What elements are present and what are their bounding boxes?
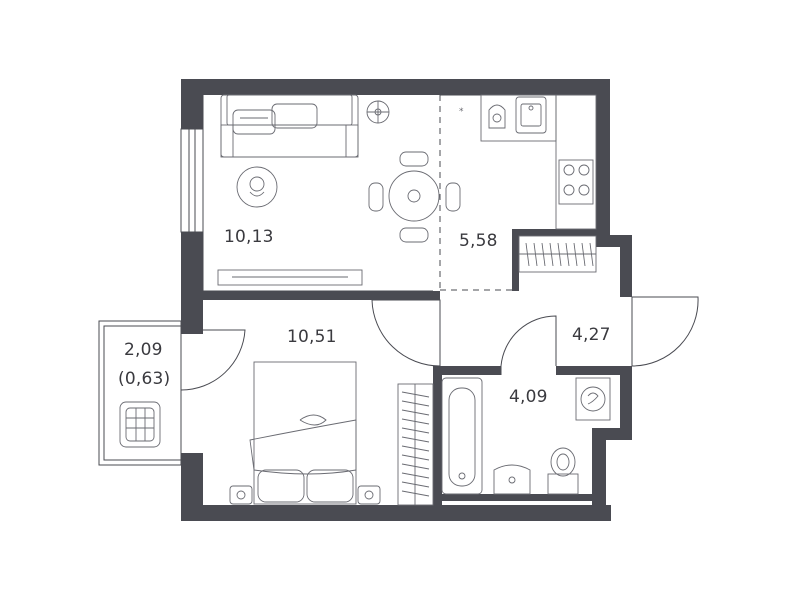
zone-divider (439, 95, 512, 291)
window (180, 128, 204, 233)
wardrobe-line (401, 436, 430, 443)
wardrobe-line (401, 427, 430, 434)
wardrobe-hall (518, 235, 597, 273)
door-hall-living (371, 299, 441, 367)
dining-table (368, 151, 461, 243)
hanger-line (525, 242, 530, 267)
kitchen-fixtures: * (440, 94, 597, 230)
living-room-outline (202, 95, 433, 292)
hanger-line (541, 242, 546, 267)
entrance-door (631, 296, 699, 367)
wardrobe-line (401, 418, 430, 425)
bedroom-area: 10,51 (287, 327, 337, 347)
wardrobe-line (401, 481, 430, 488)
bathroom-fixtures (441, 377, 611, 495)
wardrobe-line (401, 490, 430, 497)
hanger-line (565, 242, 570, 267)
hanger-line (581, 242, 586, 267)
balcony (98, 320, 246, 466)
wardrobe-line (401, 454, 430, 461)
door-bathroom (500, 315, 557, 375)
hanger-line (557, 242, 562, 267)
bathroom-area: 4,09 (509, 387, 548, 407)
bed (249, 361, 357, 505)
floor-lamp (366, 100, 390, 124)
hanger-line (589, 242, 594, 267)
tv-stand (217, 269, 363, 286)
walls (181, 79, 632, 521)
hall-area: 4,27 (572, 325, 611, 345)
balcony-reduced-area: (0,63) (118, 369, 171, 389)
wardrobe-line (401, 463, 430, 470)
living-room-area: 10,13 (224, 227, 274, 247)
sofa (220, 94, 359, 158)
wardrobe-line (401, 400, 430, 407)
wardrobe-bedroom (397, 383, 434, 506)
wardrobe-line (401, 472, 430, 479)
round-rug (236, 166, 278, 208)
hanger-line (573, 242, 578, 267)
balcony-area: 2,09 (124, 340, 163, 360)
hanger-line (549, 242, 554, 267)
hanger-line (533, 242, 538, 267)
wardrobe-line (401, 409, 430, 416)
nightstands (229, 485, 381, 505)
wardrobe-line (401, 445, 430, 452)
svg-text:*: * (459, 107, 464, 117)
kitchen-area: 5,58 (459, 231, 498, 251)
wardrobe-line (401, 391, 430, 398)
